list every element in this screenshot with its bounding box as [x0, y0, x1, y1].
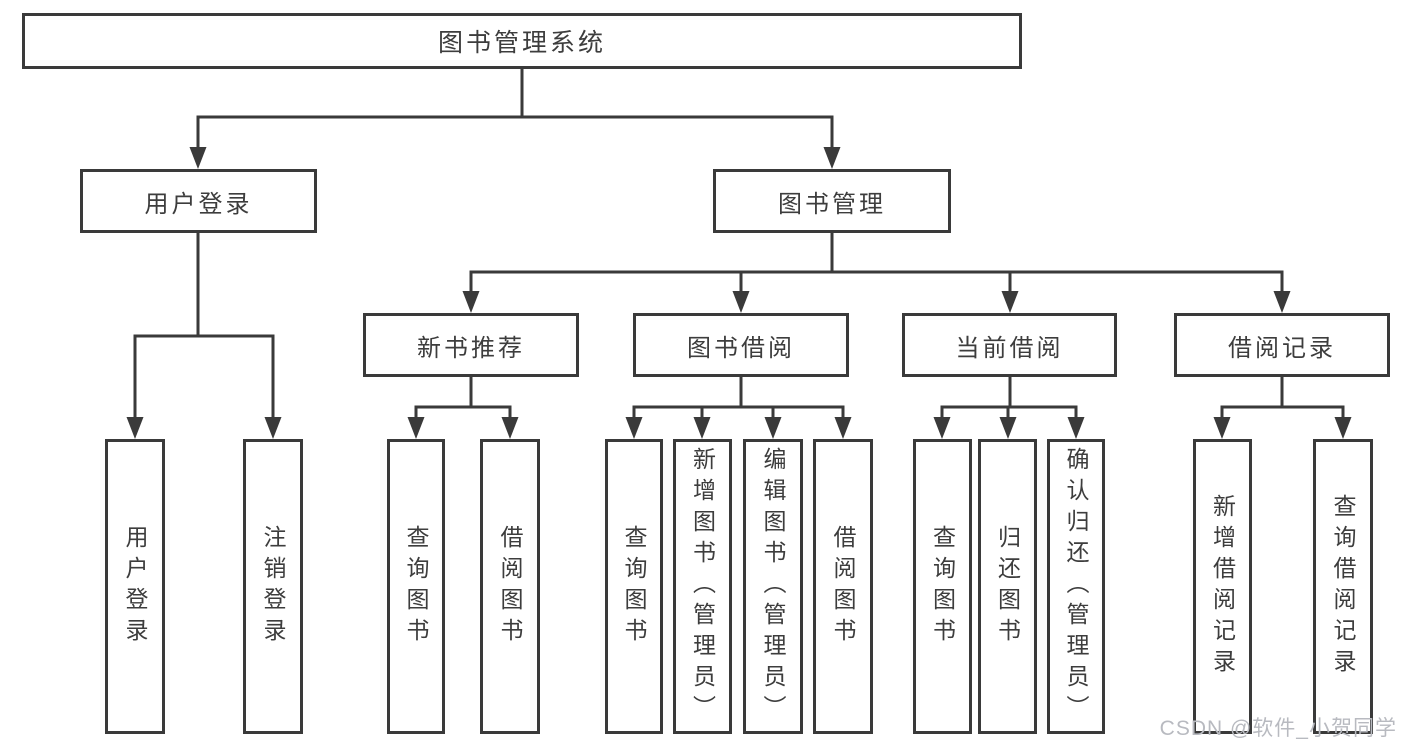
- leaf-rec-query-book-label: 查询图书: [403, 524, 429, 649]
- leaf-record-add: 新增借阅记录: [1193, 439, 1252, 734]
- node-current-borrow: 当前借阅: [902, 313, 1117, 377]
- node-root: 图书管理系统: [22, 13, 1022, 69]
- leaf-borrow-borrow-book-label: 借阅图书: [830, 524, 856, 649]
- node-user-login: 用户登录: [80, 169, 317, 233]
- node-user-login-label: 用户登录: [144, 190, 253, 218]
- leaf-user-login-label: 用户登录: [122, 524, 148, 649]
- leaf-borrow-borrow-book: 借阅图书: [813, 439, 873, 734]
- leaf-current-confirm-return-label: 确认归还（管理员）: [1063, 447, 1089, 726]
- watermark: CSDN @软件_小贺同学: [1159, 717, 1397, 740]
- node-root-label: 图书管理系统: [437, 29, 606, 57]
- leaf-borrow-query-book: 查询图书: [605, 439, 663, 734]
- leaf-record-query: 查询借阅记录: [1313, 439, 1373, 734]
- node-book-management-label: 图书管理: [778, 190, 886, 218]
- node-borrow-record: 借阅记录: [1174, 313, 1390, 377]
- leaf-record-add-label: 新增借阅记录: [1209, 493, 1236, 680]
- leaf-borrow-add-book: 新增图书（管理员）: [673, 439, 732, 734]
- node-book-borrow-label: 图书借阅: [687, 334, 795, 362]
- leaf-logout-label: 注销登录: [260, 524, 286, 649]
- leaf-user-login: 用户登录: [105, 439, 165, 734]
- leaf-rec-borrow-book-label: 借阅图书: [497, 524, 523, 649]
- leaf-current-return-book: 归还图书: [978, 439, 1037, 734]
- node-new-book-recommend: 新书推荐: [363, 313, 579, 377]
- node-book-borrow: 图书借阅: [633, 313, 849, 377]
- leaf-record-query-label: 查询借阅记录: [1330, 493, 1356, 680]
- leaf-current-confirm-return: 确认归还（管理员）: [1047, 439, 1105, 734]
- leaf-logout: 注销登录: [243, 439, 303, 734]
- node-current-borrow-label: 当前借阅: [955, 334, 1064, 362]
- leaf-current-return-book-label: 归还图书: [994, 524, 1021, 649]
- leaf-current-query-book: 查询图书: [913, 439, 972, 734]
- leaf-rec-borrow-book: 借阅图书: [480, 439, 540, 734]
- leaf-borrow-edit-book: 编辑图书（管理员）: [743, 439, 803, 734]
- node-new-book-recommend-label: 新书推荐: [417, 334, 525, 362]
- node-borrow-record-label: 借阅记录: [1228, 334, 1336, 362]
- leaf-current-query-book-label: 查询图书: [929, 524, 956, 649]
- leaf-borrow-edit-book-label: 编辑图书（管理员）: [760, 447, 786, 726]
- node-book-management: 图书管理: [713, 169, 951, 233]
- leaf-borrow-add-book-label: 新增图书（管理员）: [689, 447, 716, 726]
- leaf-rec-query-book: 查询图书: [387, 439, 445, 734]
- leaf-borrow-query-book-label: 查询图书: [621, 524, 647, 649]
